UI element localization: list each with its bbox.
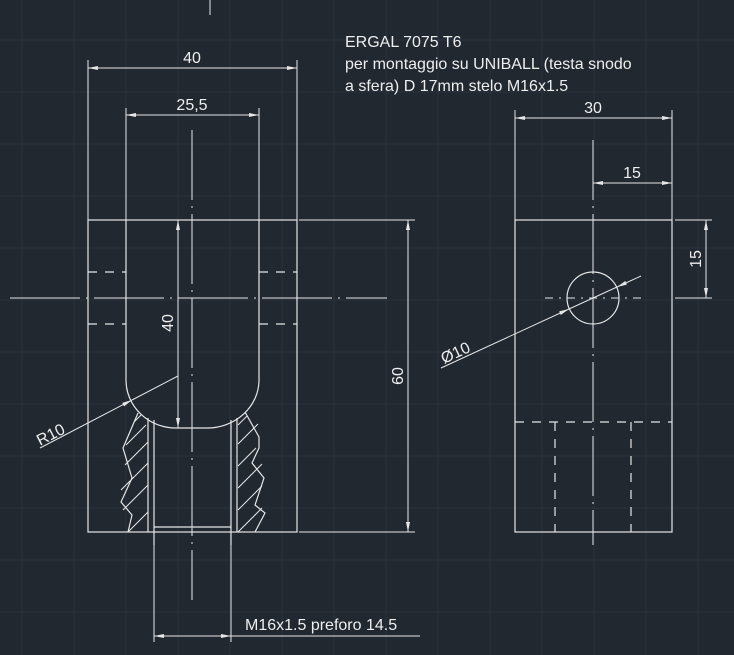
dim-inner-width-text: 25,5 bbox=[176, 97, 207, 114]
dim-width-text: 40 bbox=[183, 50, 201, 67]
threaded-bore-lines bbox=[147, 418, 238, 545]
thread-left-outline bbox=[120, 412, 139, 533]
dim-height-text: 60 bbox=[390, 367, 407, 385]
dim-bore-depth-text: 40 bbox=[160, 314, 177, 332]
hidden-hole-lines bbox=[88, 271, 297, 325]
dim-hole-diameter-text: Ø10 bbox=[439, 339, 474, 367]
front-view: 40 25,5 40 60 R10 M16x1.5 preforo 14.5 bbox=[10, 50, 420, 642]
note-line-2: per montaggio su UNIBALL (testa snodo bbox=[345, 56, 632, 73]
hidden-thread-sides bbox=[554, 422, 632, 532]
dim-half-width-text: 15 bbox=[623, 165, 641, 182]
note-line-1: ERGAL 7075 T6 bbox=[345, 34, 462, 51]
thread-hatching bbox=[120, 414, 263, 533]
material-note: ERGAL 7075 T6 per montaggio su UNIBALL (… bbox=[345, 34, 632, 95]
dim-radius-text: R10 bbox=[34, 421, 68, 450]
thread-right-outline bbox=[244, 411, 266, 533]
radius-leader bbox=[39, 399, 133, 449]
dim-thread-text: M16x1.5 preforo 14.5 bbox=[245, 617, 397, 634]
diameter-leader bbox=[440, 308, 570, 369]
dim-side-width-text: 30 bbox=[584, 100, 602, 117]
note-line-3: a sfera) D 17mm stelo M16x1.5 bbox=[345, 78, 568, 95]
dim-hole-offset-text: 15 bbox=[688, 250, 705, 268]
side-view: 30 15 15 Ø10 bbox=[439, 100, 712, 545]
